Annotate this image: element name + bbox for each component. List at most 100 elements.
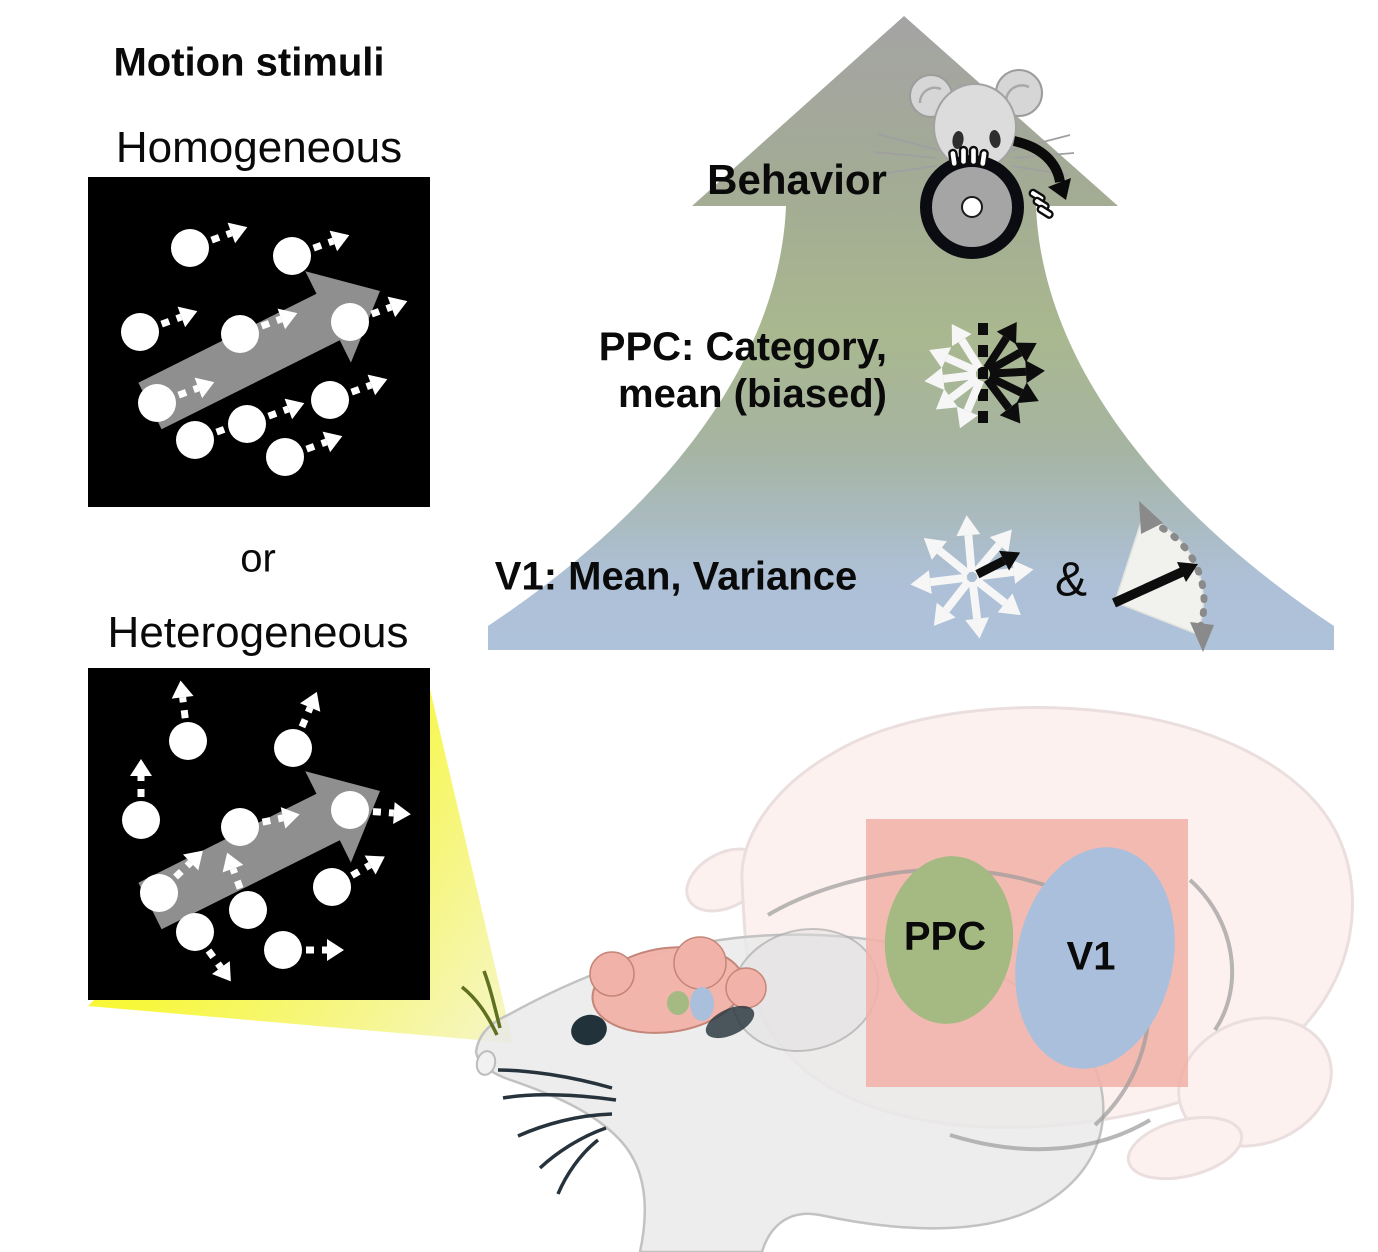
dot-direction-arrow-icon [350,381,373,396]
ppc-pathway-label-line2: mean (biased) [618,372,887,416]
ppc-white-arrow-icon [944,354,979,375]
mean-direction-arrow [1112,567,1184,608]
cerebellum-lobe [1177,1016,1333,1148]
rat-brain-v1-dot [690,987,714,1021]
motion-dot [171,229,209,267]
v1-white-arrow-icon [964,534,976,573]
motion-dot [313,868,351,906]
v1-white-arrow-icon [936,547,971,577]
rat-whiskers [497,1068,617,1195]
motion-dot [229,891,267,929]
mouse-right-eye-icon [989,130,1001,148]
ppc-white-arrow-icon-head [935,388,958,410]
ppc-white-arrow-icon [942,370,977,383]
motion-dot [176,421,214,459]
dot-direction-arrow-icon-head [300,691,321,712]
wheel-rotation-arrow-icon [1012,136,1065,184]
dot-direction-arrow-icon-head [284,398,305,420]
dot-direction-arrow-icon-head [222,852,244,873]
motion-dot [169,722,207,760]
v1-white-arrow-icon [929,573,968,587]
v1-mean-variance-icon [910,515,1034,639]
ppc-black-arrow-icon [989,367,1027,378]
dot-direction-arrow-icon [372,808,395,817]
ppc-category-icon [924,322,1045,432]
ppc-black-arrow-icon-head [1014,342,1037,363]
dot-direction-arrow-icon-head [183,850,203,871]
v1-white-arrow-icon-head [933,602,956,626]
heterogeneous-stimulus-panel [88,668,430,1000]
dot-direction-arrow-icon [260,315,283,330]
wheel-rotation-arrowhead [1048,178,1071,200]
variance-arc [1146,518,1208,632]
motion-dot [266,438,304,476]
motion-dot [176,913,214,951]
v1-region-label: V1 [1066,934,1116,979]
dot-direction-arrow-icon-head [393,802,411,825]
mouse-left-eye-icon [952,131,964,149]
v1-white-arrow-icon-head [956,515,981,537]
hierarchy-arrow [488,16,1334,650]
ppc-black-arrow-icon-head [1016,382,1039,404]
ppc-white-arrow-icon [958,337,983,371]
v1-white-arrow-icon-head [997,593,1021,616]
rat-brain-ppc-dot [667,991,689,1015]
motion-dot [228,405,266,443]
v1-region [1015,847,1175,1069]
dot-direction-arrow-icon [210,229,233,244]
ppc-black-arrow-icon [984,377,1013,411]
motion-dot [121,313,159,351]
dot-direction-arrow-icon-head [130,759,152,776]
v1-white-arrow-icon-head [1012,559,1034,584]
dot-direction-arrow-icon [267,405,290,420]
brainstem-lobe [1126,1115,1244,1181]
dot-direction-arrow-icon [177,384,200,399]
ppc-pathway-label-line1: PPC: Category, [598,324,887,369]
ppc-white-arrow-icon-head [924,367,945,391]
v1-white-arrow-icon [942,578,973,613]
motion-dot [122,801,160,839]
ppc-region [884,856,1014,1024]
behavior-label: Behavior [707,156,887,203]
mean-motion-arrow [138,771,380,930]
v1-white-arrow-icon-head [965,617,990,639]
ppc-black-arrow-icon [987,373,1024,397]
dot-direction-arrow-icon-head [277,308,298,330]
ppc-white-arrow-icon-head [929,347,952,369]
motion-dot [273,237,311,275]
ppc-pathway-label: PPC: Category, mean (biased) [599,324,887,418]
motion-dot [138,384,176,422]
ppc-region-label: PPC [903,914,987,959]
v1-pathway-label: V1: Mean, Variance [494,554,858,599]
dot-direction-arrow-icon-head [194,377,215,399]
motion-dot [311,381,349,419]
rat-brain-inset [589,936,767,1039]
variance-fan-icon [1112,501,1214,652]
dot-direction-arrow-icon-head [227,222,248,244]
v1-white-arrow-icon-head [989,529,1012,553]
ampersand-label: & [1054,553,1088,607]
dot-direction-arrow-icon-head [327,939,344,961]
dot-direction-arrow-icon [312,237,335,252]
dot-direction-arrow-icon-head [367,374,388,396]
ppc-white-arrow-icon [948,375,980,402]
v1-white-arrow-icon [973,576,1008,607]
variance-arc-bottom-arrowhead [1190,622,1214,652]
dot-direction-arrow-icon [350,861,372,879]
dot-direction-arrow-icon-head [387,296,408,318]
motion-dot [221,808,259,846]
brain-map [766,819,1235,1152]
motion-dot [331,791,369,829]
dot-direction-arrow-icon-head [329,230,350,252]
mean-direction-arrowhead [1177,562,1198,582]
dot-direction-arrow-icon [160,313,183,328]
dot-direction-arrow-icon [305,438,328,453]
motion-dot [140,874,178,912]
rat-nose [475,1050,497,1076]
rat-eye [571,1014,607,1046]
motion-dot [331,303,369,341]
dot-direction-arrow-icon [173,859,194,880]
heterogeneous-label: Heterogeneous [107,608,409,657]
dot-direction-arrow-icon [370,303,393,318]
